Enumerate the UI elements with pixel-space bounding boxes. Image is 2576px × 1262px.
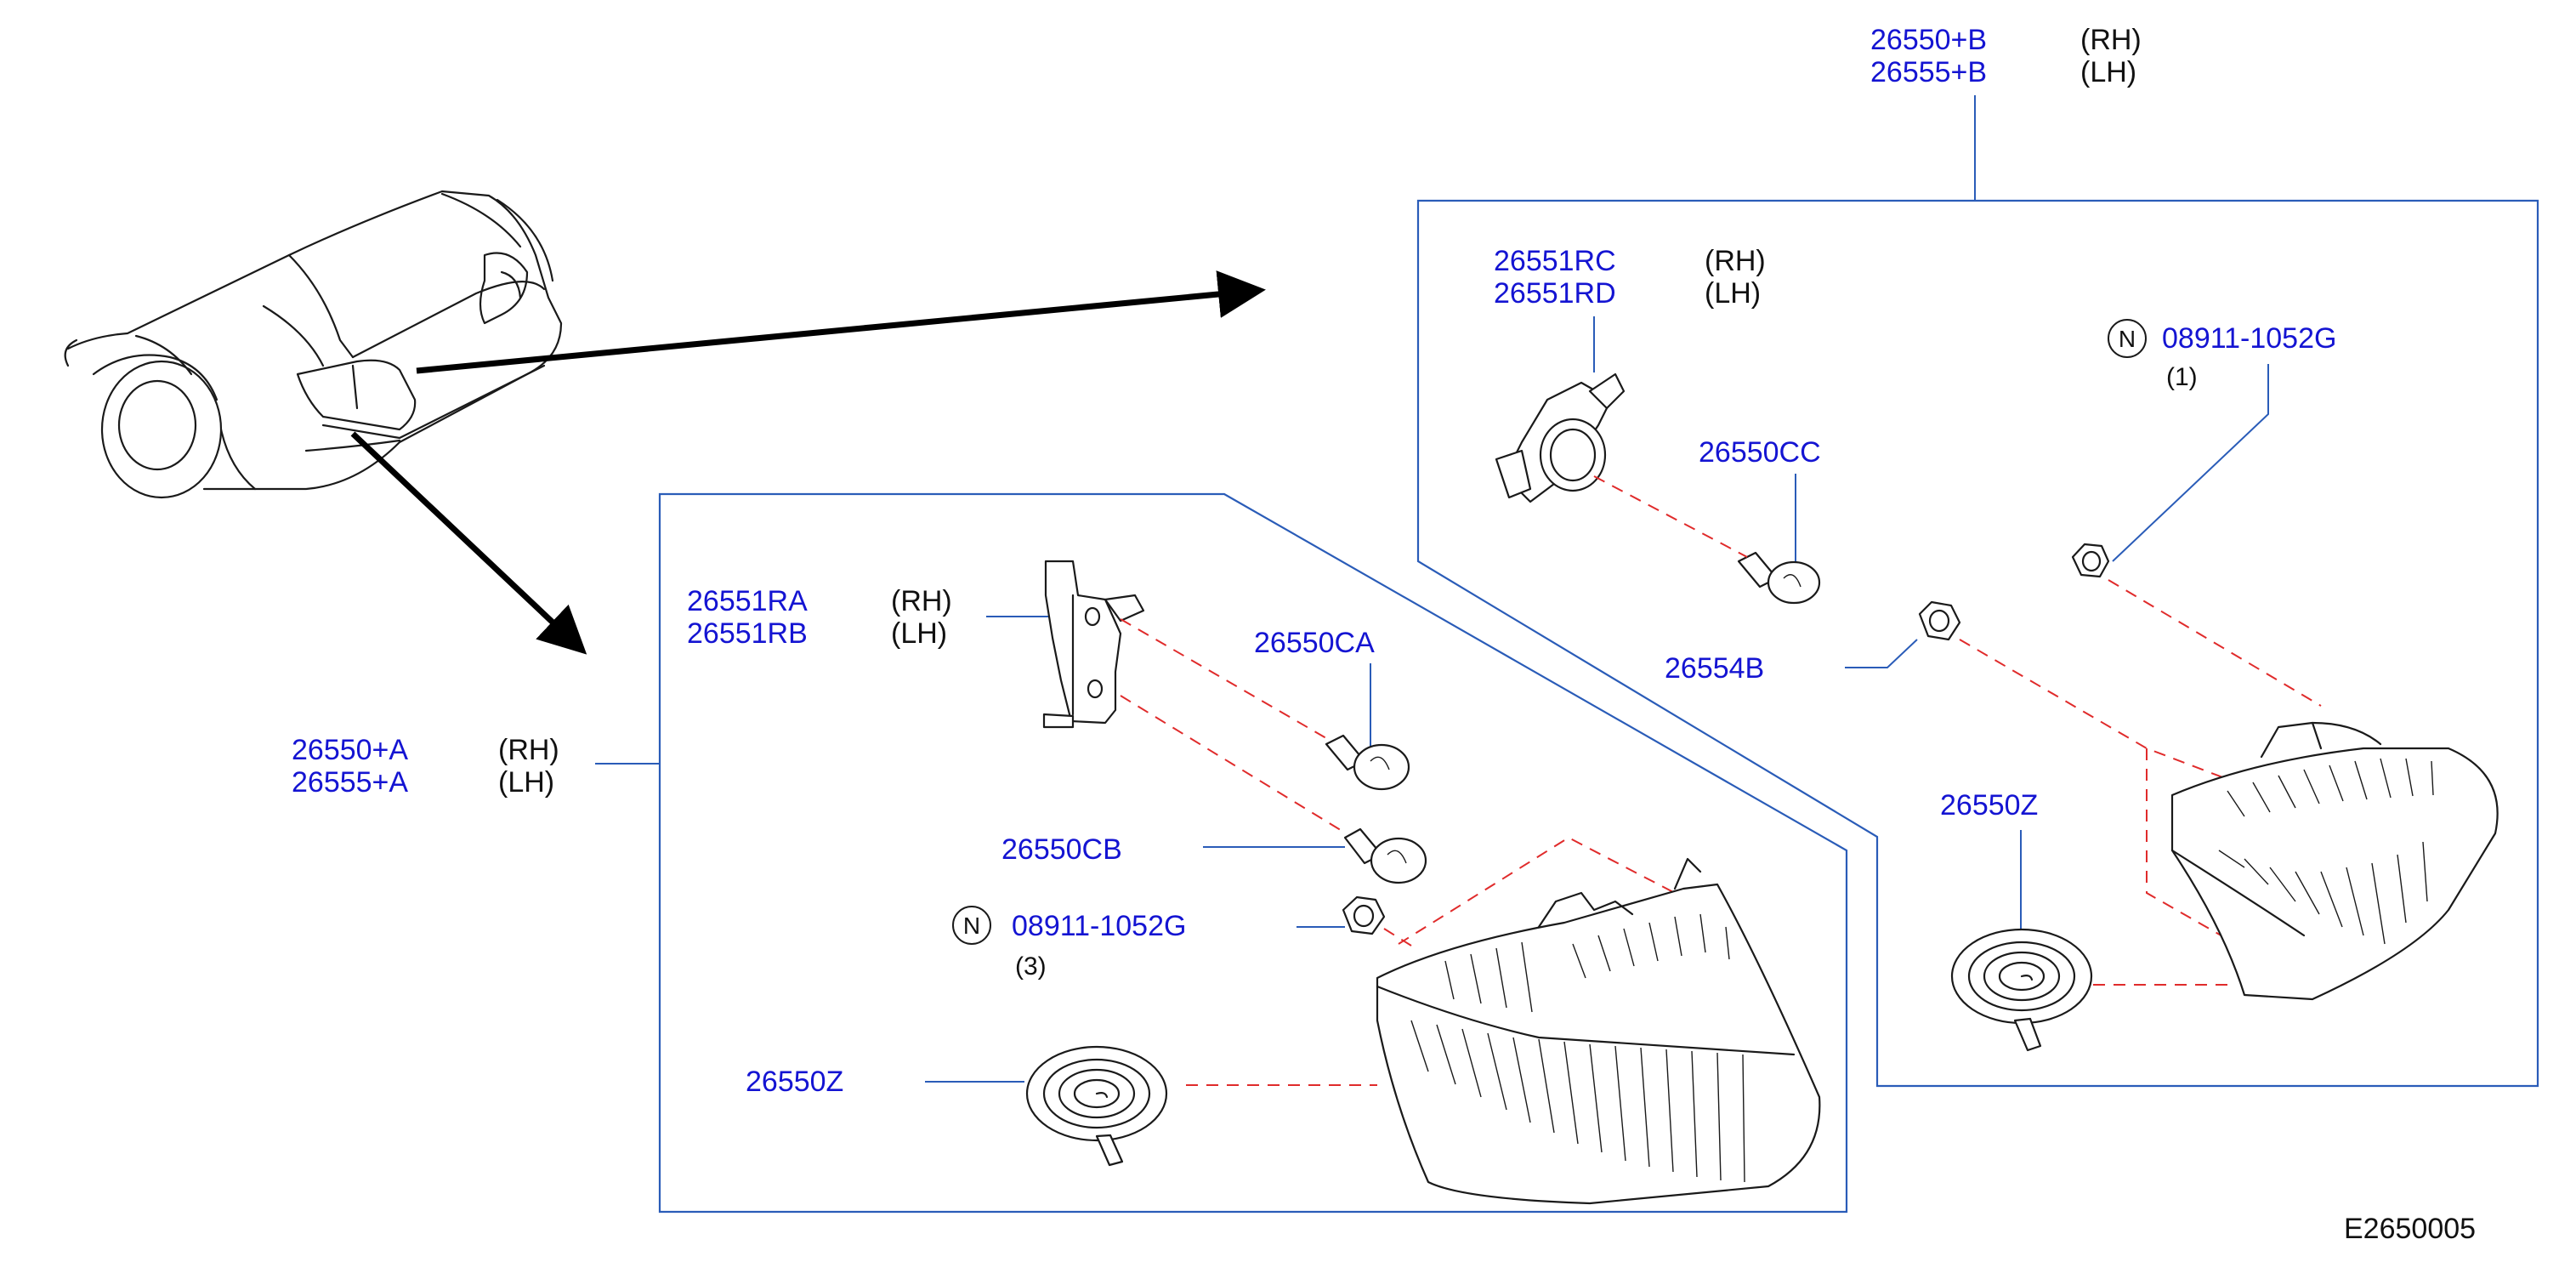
nut-a-qty: (3) [1015, 952, 1047, 981]
bulb-ca-callout: 26550CA [1254, 627, 1375, 748]
assembly-b-frame [1416, 199, 2539, 1088]
socket-b-rh-part[interactable]: 26551RC [1494, 245, 1616, 277]
socket-b-part [1495, 372, 1626, 503]
socket-a-part [1042, 560, 1145, 729]
grommet-part [1918, 600, 1961, 641]
nut-a-callout: N 08911-1052G (3) [952, 906, 1345, 981]
grommet-callout: 26554B [1665, 639, 1918, 685]
nut-a-part[interactable]: 08911-1052G [1012, 910, 1186, 942]
nut-b-qty: (1) [2166, 363, 2198, 391]
nut-a-part [1342, 895, 1386, 935]
vehicle-rear-illustration [64, 190, 563, 499]
seal-b-callout: 26550Z [1940, 789, 2038, 935]
seal-b-part [1950, 928, 2093, 1052]
socket-a-lh-part[interactable]: 26551RB [687, 617, 808, 650]
connector-nut-b-to-lamp [2108, 579, 2322, 707]
seal-b-part[interactable]: 26550Z [1940, 789, 2038, 821]
bulb-ca-part[interactable]: 26550CA [1254, 627, 1375, 659]
bulb-cc-part[interactable]: 26550CC [1699, 436, 1821, 469]
bulb-ca-part [1325, 734, 1410, 791]
bulb-cb-part[interactable]: 26550CB [1001, 833, 1122, 866]
connector-lamp-a-upper [1398, 836, 1676, 945]
lamp-housing-a [1376, 857, 1821, 1205]
seal-a-callout: 26550Z [746, 1066, 1024, 1098]
connector-lamp-b-lower [2146, 748, 2237, 945]
socket-a-callout: 26551RA 26551RB (RH) (LH) [687, 585, 1053, 650]
nut-b-part[interactable]: 08911-1052G [2162, 322, 2336, 355]
socket-a-rh-part[interactable]: 26551RA [687, 585, 808, 617]
assembly-b-lh-side: (LH) [2080, 56, 2136, 88]
bulb-cb-callout: 26550CB [1001, 833, 1345, 866]
bulb-cc-part [1737, 551, 1821, 605]
assembly-b-callout: 26550+B 26555+B (RH) (LH) [1870, 24, 2142, 201]
socket-a-lh-side: (LH) [891, 617, 947, 650]
assembly-b-rh-part[interactable]: 26550+B [1870, 24, 1987, 56]
socket-a-rh-side: (RH) [891, 585, 952, 617]
arrow-to-upper-box [416, 270, 1266, 374]
assembly-a-rh-part[interactable]: 26550+A [292, 734, 408, 766]
connector-socket-to-bulb-cb [1120, 695, 1344, 833]
connector-socket-to-bulb-cc [1593, 475, 1748, 558]
socket-b-callout: 26551RC 26551RD (RH) (LH) [1494, 245, 1766, 372]
nut-a-mark: N [963, 912, 980, 939]
lamp-housing-b [2170, 721, 2499, 1001]
assembly-a-frame [658, 492, 1848, 1214]
nut-b-part [2071, 543, 2110, 578]
assembly-b-rh-side: (RH) [2080, 24, 2142, 56]
socket-b-lh-side: (LH) [1705, 277, 1761, 310]
assembly-a-lh-side: (LH) [498, 766, 554, 799]
assembly-a-callout: 26550+A 26555+A (RH) (LH) [292, 734, 660, 799]
nut-b-mark: N [2119, 326, 2136, 352]
seal-a-part [1025, 1045, 1168, 1167]
nut-b-callout: N 08911-1052G (1) [2108, 319, 2336, 562]
diagram-reference-code: E2650005 [2344, 1213, 2476, 1245]
assembly-b-lh-part[interactable]: 26555+B [1870, 56, 1987, 88]
arrow-to-lower-box [350, 431, 587, 655]
grommet-part[interactable]: 26554B [1665, 652, 1764, 685]
bulb-cc-callout: 26550CC [1699, 436, 1821, 574]
seal-a-part[interactable]: 26550Z [746, 1066, 843, 1098]
bulb-cb-part [1343, 827, 1427, 884]
socket-b-rh-side: (RH) [1705, 245, 1766, 277]
assembly-a-lh-part[interactable]: 26555+A [292, 766, 408, 799]
assembly-a-rh-side: (RH) [498, 734, 559, 766]
socket-b-lh-part[interactable]: 26551RD [1494, 277, 1616, 310]
connector-grommet-to-lamp [1959, 639, 2237, 783]
connector-nut-a-to-lamp [1383, 928, 1412, 946]
